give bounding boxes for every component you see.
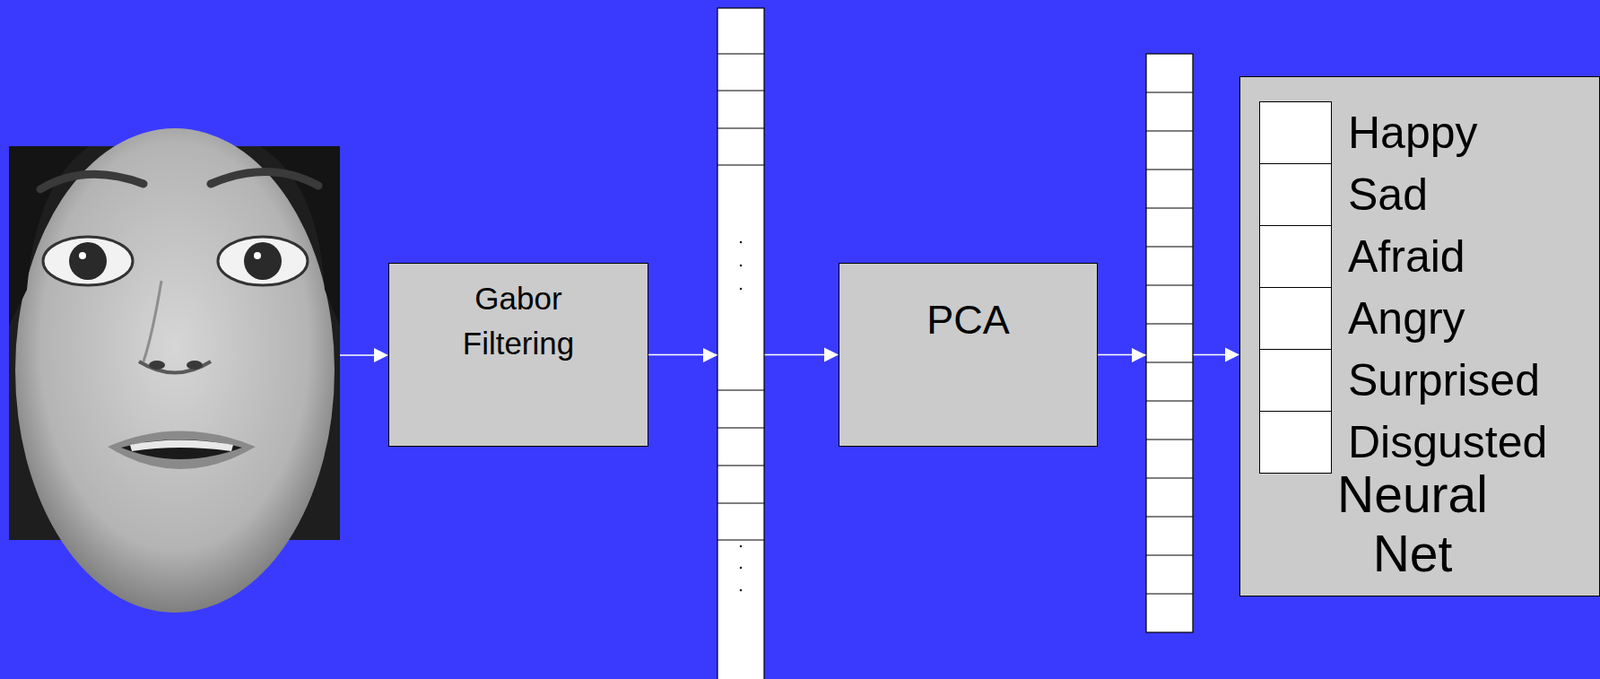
output-unit: Happy	[1259, 101, 1332, 165]
class-label: Surprised	[1347, 356, 1540, 406]
face-skin	[15, 128, 335, 613]
vector-cell-line	[717, 52, 765, 54]
output-unit: Angry	[1259, 286, 1332, 350]
vector-column	[1146, 53, 1193, 633]
ellipsis-dot	[739, 287, 742, 290]
input-arrow	[339, 354, 376, 357]
vector-cell-line	[1146, 592, 1193, 594]
lips	[107, 431, 256, 470]
iris	[243, 242, 282, 280]
face-photo	[8, 128, 340, 613]
ellipsis-dot	[739, 264, 742, 267]
vector-column	[717, 8, 765, 679]
vector-cell-line	[1146, 207, 1193, 209]
arrow-head	[824, 347, 839, 363]
nose-shade	[143, 280, 162, 362]
output-unit: Sad	[1259, 163, 1332, 227]
nostril	[186, 360, 203, 370]
vector-cell-line	[1146, 91, 1193, 93]
node-label: Neural Net	[1309, 464, 1516, 583]
output-unit: Surprised	[1259, 348, 1332, 412]
eyebrow	[210, 171, 319, 186]
output-unit: Disgusted	[1259, 410, 1332, 474]
vector-cell-line	[1146, 284, 1193, 286]
eyebrow	[40, 173, 144, 190]
eye-glint	[253, 252, 261, 260]
reduced-vector	[1146, 53, 1193, 633]
vector-cell-line	[717, 502, 765, 504]
vector-cell-line	[717, 164, 765, 166]
vector-cell-line	[1146, 477, 1193, 479]
class-label: Afraid	[1347, 232, 1466, 282]
iris	[69, 242, 107, 280]
eye	[217, 236, 308, 286]
vector-cell-line	[1146, 130, 1193, 131]
output-unit: Afraid	[1259, 225, 1332, 288]
vector-cell-line	[1146, 245, 1193, 247]
node-label: Gabor Filtering	[433, 276, 604, 366]
ellipsis-dot	[739, 545, 742, 548]
feature-vector	[717, 8, 765, 679]
ellipsis-dot	[739, 589, 742, 592]
nostril	[148, 360, 166, 370]
class-label: Disgusted	[1347, 417, 1548, 468]
class-label: Happy	[1347, 108, 1479, 158]
vector-cell-line	[1146, 168, 1193, 170]
vector-cell-line	[717, 89, 765, 91]
vector-cell-line	[717, 426, 765, 428]
ellipsis-dot	[739, 241, 742, 244]
eye	[43, 236, 133, 286]
nose	[139, 361, 211, 374]
vector-cell-line	[1146, 515, 1193, 517]
teeth	[130, 440, 234, 453]
arrow-head	[703, 347, 718, 363]
vector-cell-line	[1146, 400, 1193, 401]
class-label: Angry	[1347, 294, 1466, 344]
class-label: Sad	[1347, 170, 1428, 220]
arrow-head	[1225, 347, 1240, 363]
vector-cell-line	[1146, 438, 1193, 440]
process-box: Gabor Filtering	[388, 262, 649, 447]
eye-glint	[78, 252, 87, 260]
vector-cell-line	[1146, 322, 1193, 324]
mouth-opening	[121, 439, 243, 460]
vector-cell-line	[717, 464, 765, 466]
vector-cell-line	[1146, 554, 1193, 556]
process-box: PCA	[838, 262, 1098, 447]
vector-cell-line	[1146, 361, 1193, 363]
arrow-head	[1131, 347, 1147, 363]
vector-cell-line	[717, 389, 765, 391]
arrow-head	[373, 347, 389, 363]
node-label: PCA	[926, 295, 1010, 345]
vector-cell-line	[717, 127, 765, 129]
vector-cell-line	[717, 539, 765, 540]
ellipsis-dot	[739, 566, 742, 569]
network-box: Neural NetHappySadAfraidAngrySurprisedDi…	[1239, 76, 1600, 597]
